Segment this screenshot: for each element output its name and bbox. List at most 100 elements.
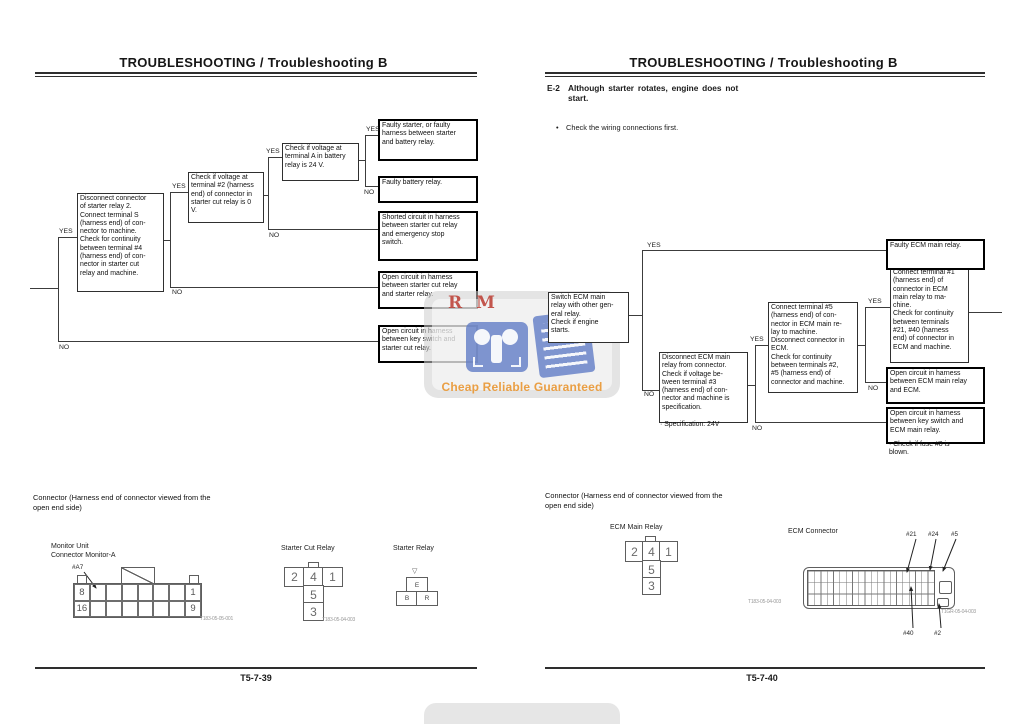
pin-cell: 8: [74, 584, 90, 601]
pin-cell: [89, 584, 106, 601]
flow-result-open-circuit-key-switch-ecm: Open circuit in harness between key swit…: [886, 407, 985, 444]
flow-box-check-voltage-terminalA: Check if voltage at terminal A in batter…: [282, 143, 359, 181]
bullet-mark: •: [556, 123, 559, 132]
pin-cell: [169, 600, 186, 617]
pin-cell: [137, 600, 154, 617]
connector-caption-left: Connector (Harness end of connector view…: [33, 493, 211, 512]
flow-result-faulty-starter: Faulty starter, or faulty harness betwee…: [378, 119, 478, 161]
wrench-icon: [466, 322, 528, 372]
pin-cell-3: 3: [642, 577, 661, 595]
figure-number: T183-05-04-003: [748, 599, 782, 605]
pin-cell: [169, 584, 186, 601]
figure-number: T183-05-05-001: [200, 616, 234, 622]
fuse-note: · Check if fuse #8 is blown.: [889, 441, 950, 457]
label-yes: YES: [266, 148, 280, 155]
flow-line: [353, 160, 365, 161]
pin-cell: [153, 584, 170, 601]
flow-box-check-starter-relay2: Disconnect connector of starter relay 2.…: [77, 193, 164, 292]
problem-text: Although starter rotates, engine does no…: [568, 83, 739, 104]
pin-cell: [121, 584, 138, 601]
flow-box-connect-terminal5: Connect terminal #5 (harness end) of con…: [768, 302, 858, 393]
pin-cell-5: 5: [642, 560, 661, 579]
monitor-connector-grid: 8 1 16 9: [73, 583, 202, 618]
pin-cell: 1: [185, 584, 201, 601]
flow-box-disconnect-ecm-main-relay: Disconnect ECM main relay from connector…: [659, 352, 748, 423]
flow-result-open-circuit-ecm: Open circuit in harness between ECM main…: [886, 367, 985, 404]
flow-box-connect-terminal1: Connect terminal #1 (harness end) of con…: [890, 267, 969, 363]
flow-line: [865, 382, 886, 383]
flow-line: [742, 385, 755, 386]
pin-cell-1: 1: [659, 541, 678, 562]
flow-line: [755, 345, 756, 422]
ecm-connector-key: [939, 581, 952, 594]
pin-label-a7: #A7: [72, 564, 84, 571]
flow-line: [642, 390, 659, 391]
flow-line: [963, 312, 1002, 313]
flow-line: [170, 192, 188, 193]
starter-relay-title: Starter Relay: [393, 545, 434, 552]
label-no: NO: [644, 391, 655, 398]
pin-label-2: #2: [934, 630, 942, 637]
flow-box-switch-ecm-main-relay: Switch ECM main relay with other gen- er…: [548, 292, 629, 343]
ecm-main-relay-title: ECM Main Relay: [610, 524, 663, 531]
flow-line: [58, 341, 378, 342]
watermark-letter-r: R: [448, 293, 477, 313]
label-yes: YES: [647, 242, 661, 249]
pin-cell-1: 1: [322, 567, 343, 587]
flow-line: [623, 315, 642, 316]
pin-label-5: #5: [951, 531, 959, 538]
pin-cell-2: 2: [284, 567, 305, 587]
connector-caption-right: Connector (Harness end of connector view…: [545, 491, 723, 510]
flow-line: [642, 250, 643, 390]
label-no: NO: [868, 385, 879, 392]
label-no: NO: [269, 232, 280, 239]
flow-line: [365, 186, 378, 187]
pin-cell-r: R: [416, 591, 438, 606]
label-yes: YES: [172, 183, 186, 190]
label-yes: YES: [750, 336, 764, 343]
page-number-left: T5-7-39: [240, 673, 272, 683]
footer-rule-left: [35, 667, 477, 669]
watermark-tagline: Cheap Reliable Guaranteed: [441, 380, 603, 394]
header-rule-left: [35, 72, 477, 77]
page-title-right: TROUBLESHOOTING / Troubleshooting B: [629, 55, 898, 70]
starter-cut-relay-title: Starter Cut Relay: [281, 545, 335, 552]
flow-line: [365, 135, 366, 187]
flow-line: [30, 288, 58, 289]
watermark-partial: [424, 703, 620, 724]
pin-label-24: #24: [928, 531, 939, 538]
triangle-marker: ▽: [412, 568, 418, 575]
header-rule-right: [545, 72, 985, 77]
pin-cell: [89, 600, 106, 617]
spec-note: · Specification: 24V: [660, 421, 720, 428]
page-title-left: TROUBLESHOOTING / Troubleshooting B: [119, 55, 388, 70]
pin-label-40: #40: [903, 630, 914, 637]
footer-rule-right: [545, 667, 985, 669]
flow-result-faulty-battery-relay: Faulty battery relay.: [378, 176, 478, 203]
pin-cell: [105, 584, 122, 601]
label-yes: YES: [868, 298, 882, 305]
label-no: NO: [752, 425, 763, 432]
problem-code: E-2: [547, 83, 560, 93]
pin-cell: 9: [185, 600, 201, 617]
flow-result-shorted-circuit: Shorted circuit in harness between start…: [378, 211, 478, 261]
ecm-connector-tab: [937, 598, 949, 607]
figure-number: T183-05-04-003: [322, 617, 356, 623]
flow-line: [58, 237, 59, 341]
ecm-connector-title: ECM Connector: [788, 528, 838, 535]
a7-arrow-icon: [83, 571, 97, 589]
flow-line: [170, 287, 378, 288]
flow-line: [365, 135, 378, 136]
bullet-text: Check the wiring connections first.: [566, 123, 679, 132]
pin-cell: [137, 584, 154, 601]
flow-box-check-voltage-terminal2: Check if voltage at terminal #2 (harness…: [188, 172, 264, 223]
page-number-right: T5-7-40: [746, 673, 778, 683]
flow-line: [158, 240, 170, 241]
label-yes: YES: [59, 228, 73, 235]
label-no: NO: [59, 344, 70, 351]
pin-cell: [153, 600, 170, 617]
flow-line: [755, 422, 886, 423]
flow-line: [852, 345, 865, 346]
flow-line: [865, 307, 890, 308]
